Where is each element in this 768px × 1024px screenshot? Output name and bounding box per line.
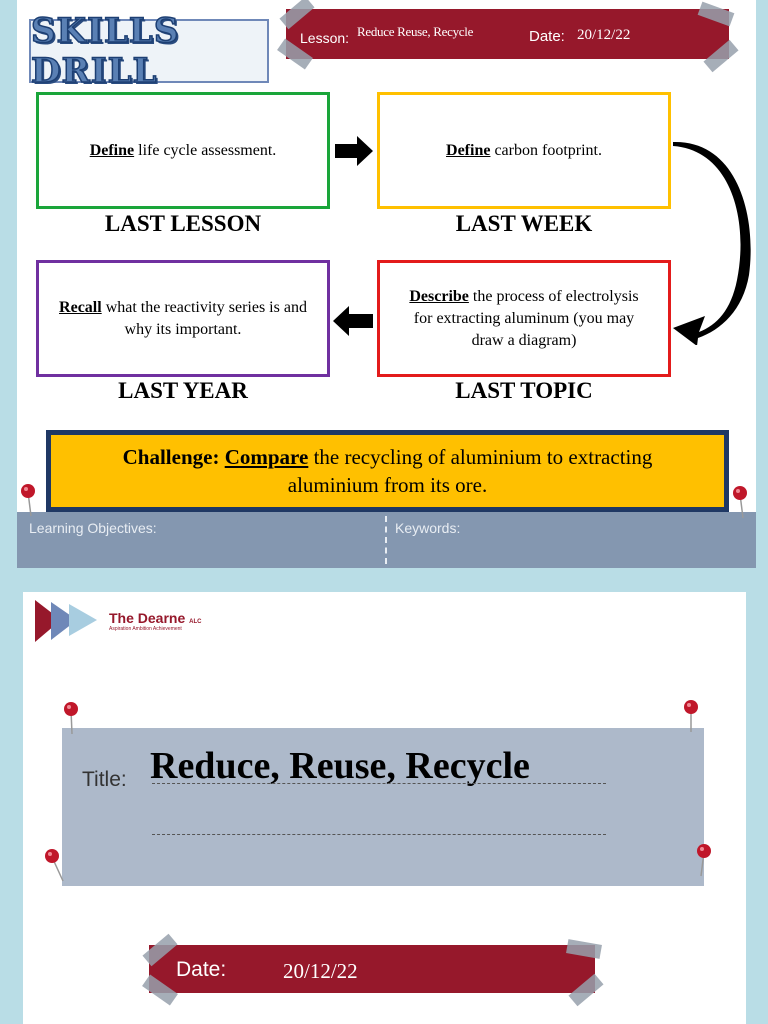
title-label: Title: [82, 768, 127, 791]
tape-decoration [703, 39, 739, 73]
school-suffix: ALC [189, 619, 202, 625]
question-text: what the reactivity series is and why it… [101, 298, 307, 338]
objectives-bar: Learning Objectives: Keywords: [17, 512, 756, 568]
question-text: life cycle assessment. [134, 141, 277, 159]
skills-drill-logo: SKILLS DRILL [29, 10, 269, 92]
question-keyword: Define [446, 141, 491, 159]
keywords-label: Keywords: [395, 520, 461, 536]
pushpin-icon [45, 849, 64, 882]
challenge-text: the recycling of aluminium to extracting… [287, 445, 653, 497]
label-last-week: LAST WEEK [455, 211, 593, 236]
label-last-year: LAST YEAR [118, 378, 248, 403]
learning-objectives-label: Learning Objectives: [29, 520, 157, 536]
tape-decoration [697, 1, 735, 27]
title-line [152, 783, 606, 784]
title-slide: The Dearne ALC Aspiration Ambition Achie… [23, 592, 746, 1024]
question-box-last-lesson: Define life cycle assessment. [36, 92, 330, 209]
school-tagline: Aspiration Ambition Achievement [109, 626, 182, 632]
tape-decoration [142, 974, 178, 1006]
question-text: carbon footprint. [490, 141, 602, 159]
arrow-left-icon [333, 306, 373, 336]
question-box-last-topic: Describe the process of electrolysis for… [377, 260, 671, 377]
school-logo-icon [35, 600, 97, 642]
question-box-last-week: Define carbon footprint. [377, 92, 671, 209]
label-last-lesson: LAST LESSON [104, 211, 262, 236]
skills-drill-slide: SKILLS DRILL Lesson: Reduce Reuse, Recyc… [17, 0, 756, 568]
curved-arrow-icon [673, 141, 751, 345]
title-line [152, 834, 606, 835]
pushpin-icon [684, 700, 698, 732]
tape-decoration [566, 939, 602, 959]
tape-decoration [568, 973, 604, 1007]
arrow-right-icon [335, 136, 373, 166]
label-last-topic: LAST TOPIC [455, 378, 593, 403]
divider [385, 516, 387, 564]
challenge-keyword: Compare [224, 445, 309, 469]
school-name: The Dearne ALC [109, 610, 202, 626]
date-value: 20/12/22 [577, 27, 631, 43]
pushpin-icon [733, 486, 747, 519]
pushpin-icon [21, 484, 35, 517]
lesson-banner: Lesson: Reduce Reuse, Recycle Date: 20/1… [277, 0, 739, 73]
title-value: Reduce, Reuse, Recycle [150, 745, 530, 787]
tape-decoration [279, 0, 315, 30]
question-keyword: Describe [409, 287, 469, 305]
challenge-box: Challenge: Compare the recycling of alum… [46, 430, 729, 512]
challenge-prefix: Challenge: [122, 445, 225, 469]
question-text: the process of electrolysis for extracti… [413, 287, 639, 349]
lesson-label: Lesson: [300, 30, 350, 46]
lesson-value: Reduce Reuse, Recycle [357, 24, 474, 39]
date-label: Date: [529, 28, 565, 45]
question-box-last-year: Recall what the reactivity series is and… [36, 260, 330, 377]
logo-text: SKILLS DRILL [30, 10, 180, 92]
date-label: Date: [176, 958, 227, 981]
pushpin-icon [697, 844, 711, 877]
pushpin-icon [64, 702, 78, 735]
title-card: Title: Reduce, Reuse, Recycle [62, 728, 704, 886]
question-keyword: Define [89, 141, 135, 159]
question-keyword: Recall [59, 298, 102, 316]
date-banner: Date: 20/12/22 [142, 933, 604, 1007]
tape-decoration [142, 933, 178, 967]
date-value: 20/12/22 [283, 959, 358, 983]
